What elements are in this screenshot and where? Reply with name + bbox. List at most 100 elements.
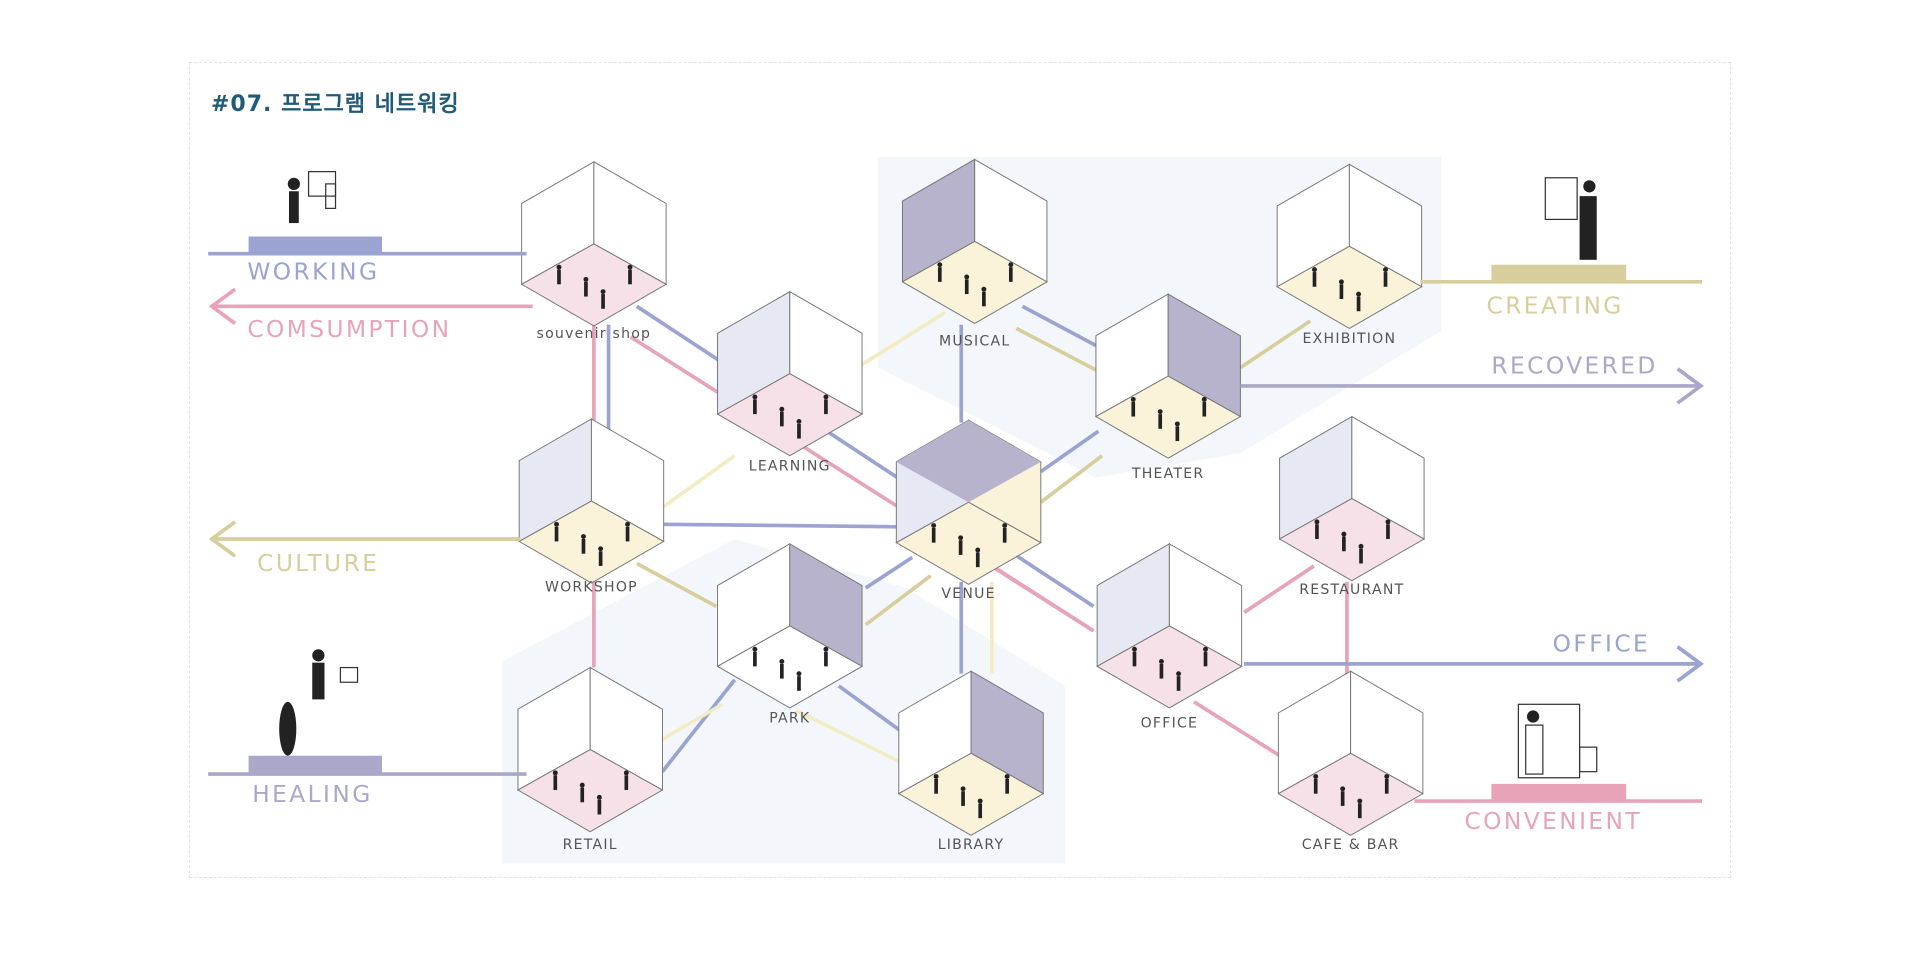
person-head xyxy=(960,786,966,792)
node-label: THEATER xyxy=(1131,466,1204,482)
person-figure xyxy=(797,423,801,439)
person-head xyxy=(752,646,758,652)
theme-consumption: COMSUMPTION xyxy=(208,287,533,343)
floor xyxy=(1277,752,1424,836)
floor xyxy=(1096,625,1243,709)
person-head xyxy=(1313,774,1319,779)
floor xyxy=(897,752,1045,836)
node-learning: LEARNING xyxy=(716,290,864,474)
person-figure xyxy=(1175,426,1180,442)
person-figure xyxy=(1313,778,1318,794)
person-figure xyxy=(1340,791,1345,806)
person-head xyxy=(975,547,981,553)
connection-line xyxy=(996,568,1095,633)
person-head xyxy=(1203,646,1208,652)
person-figure xyxy=(1342,536,1346,552)
person-figure xyxy=(961,791,965,806)
theme-label: HEALING xyxy=(252,781,372,808)
person-figure xyxy=(931,527,936,543)
node-label: EXHIBITION xyxy=(1303,331,1397,347)
person-figure xyxy=(584,281,588,297)
person-figure xyxy=(975,552,980,568)
node-label: LEARNING xyxy=(749,458,831,474)
connection-line xyxy=(660,454,736,510)
person-figure xyxy=(934,778,938,794)
worker-illustration xyxy=(287,171,337,224)
person-figure xyxy=(964,279,969,295)
node-office: OFFICE xyxy=(1096,543,1243,732)
person-head xyxy=(779,658,785,664)
person-figure xyxy=(1356,296,1361,312)
person-figure xyxy=(1008,267,1013,282)
person-head xyxy=(579,782,585,788)
person-head xyxy=(823,646,829,652)
connection-line xyxy=(1239,319,1312,370)
theme-label: OFFICE xyxy=(1553,631,1651,658)
node-label: WORKSHOP xyxy=(545,580,638,596)
person-head xyxy=(752,394,758,400)
page-title: #07. 프로그램 네트워킹 xyxy=(211,92,460,117)
floor xyxy=(1094,375,1242,459)
person-head xyxy=(796,418,802,424)
node-label: CAFE & BAR xyxy=(1302,837,1400,853)
person-figure xyxy=(1176,676,1181,691)
diagram-frame xyxy=(189,62,1731,878)
connection-line xyxy=(1243,564,1315,614)
person-head xyxy=(1314,519,1320,525)
node-label: PARK xyxy=(769,711,810,727)
person-figure xyxy=(1383,272,1388,287)
person-head xyxy=(1383,267,1388,273)
node-label: LIBRARY xyxy=(938,837,1005,853)
person-figure xyxy=(824,651,828,667)
person-figure xyxy=(1002,527,1007,543)
node-label: RESTAURANT xyxy=(1299,582,1404,598)
node-cafe-bar: CAFE & BAR xyxy=(1277,670,1424,853)
node-label: OFFICE xyxy=(1141,716,1199,732)
person-head xyxy=(600,289,606,295)
theme-office: OFFICE xyxy=(1244,631,1704,683)
person-head xyxy=(1174,421,1180,427)
person-figure xyxy=(1357,803,1362,819)
node-exhibition: EXHIBITION xyxy=(1276,163,1423,347)
person-figure xyxy=(1386,524,1390,539)
person-head xyxy=(1356,291,1362,297)
node-restaurant: RESTAURANT xyxy=(1278,415,1426,598)
theme-label: COMSUMPTION xyxy=(247,316,451,343)
person-head xyxy=(1340,786,1346,792)
theme-label: CREATING xyxy=(1487,293,1624,320)
person-figure xyxy=(937,267,942,282)
person-figure xyxy=(557,269,561,285)
person-figure xyxy=(601,294,605,309)
floor xyxy=(518,500,665,584)
connection-line xyxy=(837,684,908,737)
person-head xyxy=(779,406,785,412)
connection-line xyxy=(1015,326,1097,372)
person-figure xyxy=(598,551,603,566)
person-head xyxy=(958,535,964,541)
person-head xyxy=(964,274,970,280)
node-workshop: WORKSHOP xyxy=(518,418,665,596)
person-figure xyxy=(958,540,963,555)
person-head xyxy=(1004,774,1010,779)
node-venue: VENUE xyxy=(895,419,1042,602)
person-head xyxy=(1176,671,1182,677)
theme-creating: CREATING xyxy=(1420,264,1703,320)
person-figure xyxy=(628,269,632,285)
person-figure xyxy=(1005,778,1009,794)
person-head xyxy=(1201,396,1207,402)
person-figure xyxy=(1312,272,1317,287)
person-figure xyxy=(797,676,801,691)
connection-line xyxy=(662,522,897,529)
person-head xyxy=(623,770,629,776)
person-figure xyxy=(625,526,630,542)
connection-line xyxy=(635,561,718,608)
floor xyxy=(1276,245,1423,329)
floor xyxy=(716,625,864,709)
person-figure xyxy=(624,775,629,791)
person-figure xyxy=(1202,401,1207,417)
theme-label: WORKING xyxy=(247,258,379,285)
person-head xyxy=(937,262,943,268)
node-library: LIBRARY xyxy=(897,670,1045,853)
